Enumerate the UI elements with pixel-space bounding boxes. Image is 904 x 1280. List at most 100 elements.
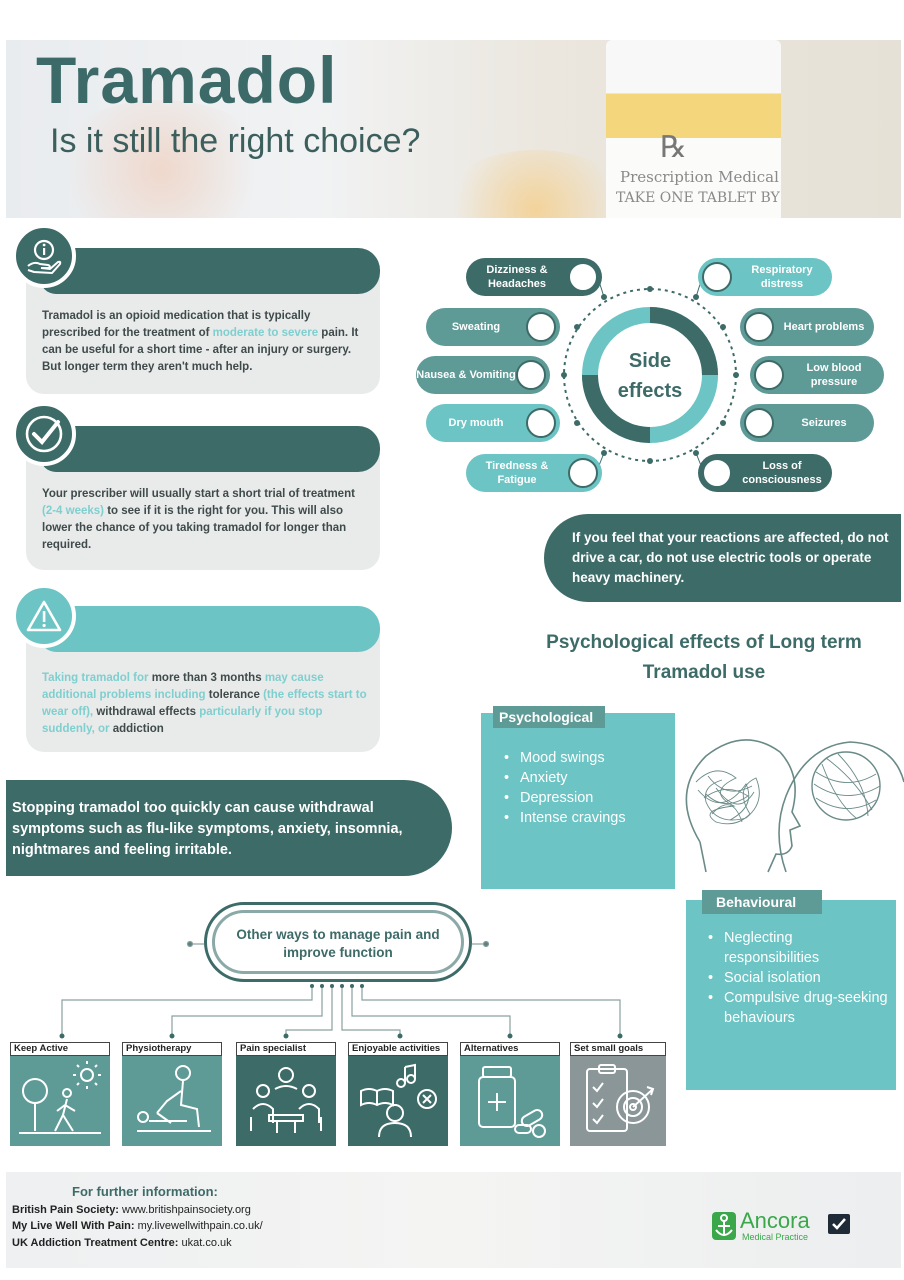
header-banner xyxy=(6,40,901,218)
manage-pain-connectors xyxy=(59,940,623,1039)
highlight-text: (2-4 weeks) xyxy=(42,505,105,517)
side-effect-marker xyxy=(516,360,546,390)
withdrawal-text: Stopping tramadol too quickly can cause … xyxy=(12,800,403,858)
side-effect-label: Loss of consciousness xyxy=(742,460,822,486)
side-effects-ring xyxy=(561,277,739,469)
ancora-logo-sub: Medical Practice xyxy=(742,1232,809,1242)
driving-warning-banner xyxy=(544,514,901,602)
page-title: Tramadol xyxy=(36,43,338,117)
info-card-2-text: Your prescriber will usually start a sho… xyxy=(42,486,372,554)
option-label-physiotherapy: Physiotherapy xyxy=(122,1042,222,1056)
side-effect-marker xyxy=(568,262,598,292)
manage-pain-heading: Other ways to manage pain and improve fu… xyxy=(236,927,440,960)
behavioural-title: Behavioural xyxy=(702,890,822,914)
side-effect-nausea: Nausea & Vomiting xyxy=(416,356,550,394)
info-card-2-bar xyxy=(40,426,380,472)
list-item: Depression xyxy=(500,788,670,808)
highlight-text: particularly if you stop suddenly, or xyxy=(42,706,323,735)
side-effect-label: Heart problems xyxy=(783,321,865,333)
info-card-3-bar xyxy=(40,606,380,652)
bottle-label-line-1: Prescription Medical xyxy=(620,168,779,186)
option-label-enjoyable-activities: Enjoyable activities xyxy=(348,1042,448,1056)
info-card-1-text: Tramadol is an opioid medication that is… xyxy=(42,308,372,376)
side-effect-sweating: Sweating xyxy=(426,308,560,346)
side-effect-label: Tiredness & Fatigue xyxy=(485,460,549,486)
list-item: Mood swings xyxy=(500,748,670,768)
ancora-logo-name: Ancora xyxy=(740,1208,810,1233)
footer-link-url[interactable]: www.britishpainsociety.org xyxy=(122,1204,251,1216)
warning-icon xyxy=(12,584,76,648)
footer-link-bps[interactable]: British Pain Society: www.britishpainsoc… xyxy=(12,1204,251,1216)
withdrawal-banner xyxy=(6,780,452,876)
side-effects-center-label: Side effects xyxy=(617,350,683,402)
checkmark-icon xyxy=(12,402,76,466)
goal-target-icon xyxy=(570,1056,666,1146)
driving-warning-text: If you feel that your reactions are affe… xyxy=(572,530,889,585)
option-label-alternatives: Alternatives xyxy=(460,1042,560,1056)
side-effect-label: Nausea & Vomiting xyxy=(416,369,516,381)
list-item: Neglecting responsibilities xyxy=(704,928,890,968)
heads-illustration xyxy=(685,739,904,873)
physiotherapy-icon xyxy=(122,1056,222,1146)
side-effect-dry-mouth: Dry mouth xyxy=(426,404,560,442)
specialist-meeting-icon xyxy=(236,1056,336,1146)
side-effect-label: Seizures xyxy=(801,417,847,429)
footer xyxy=(6,1172,901,1268)
manage-pain-outer xyxy=(204,902,472,982)
footer-link-url[interactable]: my.livewellwithpain.co.uk/ xyxy=(137,1220,263,1232)
card-text-segment: pain. It can be useful for a short time … xyxy=(42,327,359,373)
footer-link-name: UK Addiction Treatment Centre: xyxy=(12,1237,179,1249)
side-effect-tiredness: Tiredness & Fatigue xyxy=(466,454,602,492)
side-effect-marker xyxy=(568,458,598,488)
medicine-bottle-icon xyxy=(460,1056,560,1146)
option-label-keep-active: Keep Active xyxy=(10,1042,110,1056)
card-text-segment: to see if it is the right for you. This … xyxy=(42,505,347,551)
footer-heading: For further information: xyxy=(72,1184,218,1199)
highlight-text: (the effects start to wear off), xyxy=(42,689,367,718)
highlight-text: moderate to severe xyxy=(212,327,319,339)
side-effect-seizures: Seizures xyxy=(740,404,874,442)
rx-symbol: ℞ xyxy=(660,130,687,165)
side-effect-marker xyxy=(702,262,732,292)
side-effect-label: Sweating xyxy=(451,321,501,333)
card-text-segment: Tramadol is an opioid medication that is… xyxy=(42,310,311,339)
psych-effects-heading: Psychological effects of Long term Trama… xyxy=(546,632,862,683)
side-effect-loss-consciousness: Loss of consciousness xyxy=(698,454,832,492)
side-effect-label: Low blood pressure xyxy=(806,362,862,388)
card-text-segment: tolerance xyxy=(208,689,264,701)
card-text-segment: more than 3 months xyxy=(151,672,265,684)
list-item: Social isolation xyxy=(704,968,890,988)
walking-person-icon xyxy=(10,1056,110,1146)
highlight-text: Taking tramadol for xyxy=(42,672,152,684)
footer-link-ukat[interactable]: UK Addiction Treatment Centre: ukat.co.u… xyxy=(12,1237,232,1249)
check-badge-icon xyxy=(828,1214,850,1234)
side-effect-marker xyxy=(526,312,556,342)
side-effect-respiratory: Respiratory distress xyxy=(698,258,832,296)
footer-link-name: My Live Well With Pain: xyxy=(12,1220,135,1232)
side-effect-low-bp: Low blood pressure xyxy=(750,356,884,394)
pill-bottle-image xyxy=(606,40,781,218)
behavioural-list: Neglecting responsibilities Social isola… xyxy=(704,928,890,1028)
info-card-3-text: Taking tramadol for more than 3 months m… xyxy=(42,670,372,738)
footer-link-name: British Pain Society: xyxy=(12,1204,119,1216)
card-text-segment: withdrawal effects xyxy=(96,706,200,718)
psychological-list: Mood swings Anxiety Depression Intense c… xyxy=(500,748,670,828)
footer-link-url[interactable]: ukat.co.uk xyxy=(181,1237,232,1249)
page-subtitle: Is it still the right choice? xyxy=(50,122,421,160)
side-effect-label: Dizziness & Headaches xyxy=(486,264,548,290)
list-item: Anxiety xyxy=(500,768,670,788)
option-label-pain-specialist: Pain specialist xyxy=(236,1042,336,1056)
highlight-text: may cause additional problems including xyxy=(42,672,324,701)
side-effect-marker xyxy=(744,408,774,438)
list-item: Compulsive drug-seeking behaviours xyxy=(704,988,890,1028)
side-effect-label: Respiratory distress xyxy=(751,264,813,290)
card-text-segment: Your prescriber will usually start a sho… xyxy=(42,488,355,500)
side-effect-dizziness: Dizziness & Headaches xyxy=(466,258,602,296)
info-hand-icon xyxy=(12,224,76,288)
side-effect-heart: Heart problems xyxy=(740,308,874,346)
activities-icon xyxy=(348,1056,448,1146)
info-card-1-bar xyxy=(40,248,380,294)
footer-link-livewell[interactable]: My Live Well With Pain: my.livewellwithp… xyxy=(12,1220,263,1232)
ancora-logo-icon xyxy=(712,1212,736,1240)
side-effect-marker xyxy=(702,458,732,488)
